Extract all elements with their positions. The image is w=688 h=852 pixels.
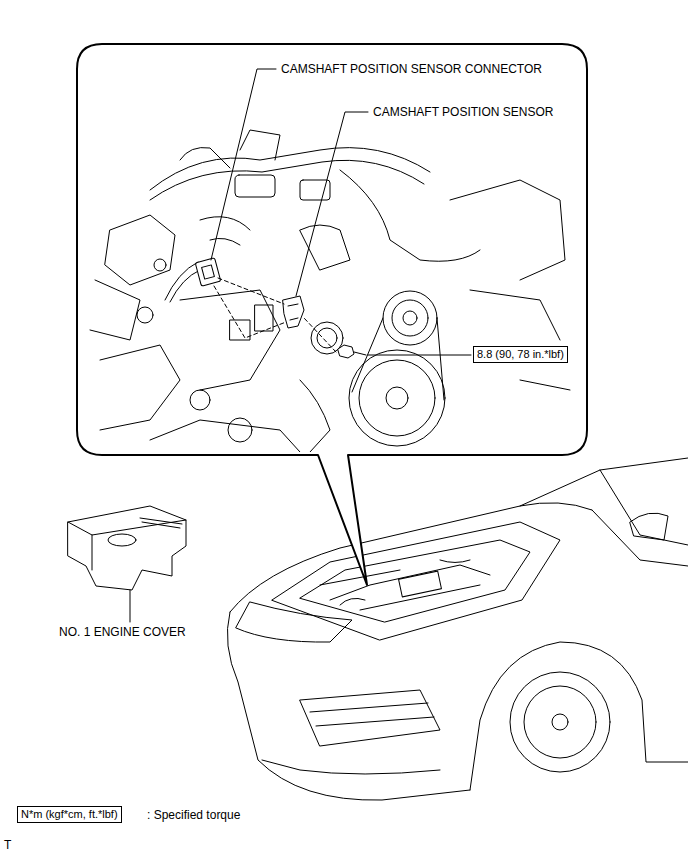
- vehicle-outline: [227, 458, 688, 800]
- part-name: CAMSHAFT POSITION SENSOR: [372, 105, 554, 119]
- assembly-line: [214, 278, 336, 352]
- callout-frame: [77, 44, 587, 585]
- torque-box: 8.8 (90, 78 in.*lbf): [473, 346, 568, 363]
- sensor-parts: [195, 258, 366, 358]
- unit-box: N*m (kgf*cm, ft.*lbf): [17, 806, 122, 823]
- part-name: CAMSHAFT POSITION SENSOR CONNECTOR: [280, 62, 543, 76]
- legend-note: : Specified torque: [146, 808, 241, 822]
- engine-cover: [68, 506, 186, 622]
- box-text: N*m (kgf*cm, ft.*lbf): [21, 808, 118, 821]
- box-text: 8.8 (90, 78 in.*lbf): [477, 348, 564, 361]
- figure-code: T: [3, 838, 12, 852]
- part-name: NO. 1 ENGINE COVER: [58, 625, 187, 639]
- engine-detail: [90, 130, 570, 452]
